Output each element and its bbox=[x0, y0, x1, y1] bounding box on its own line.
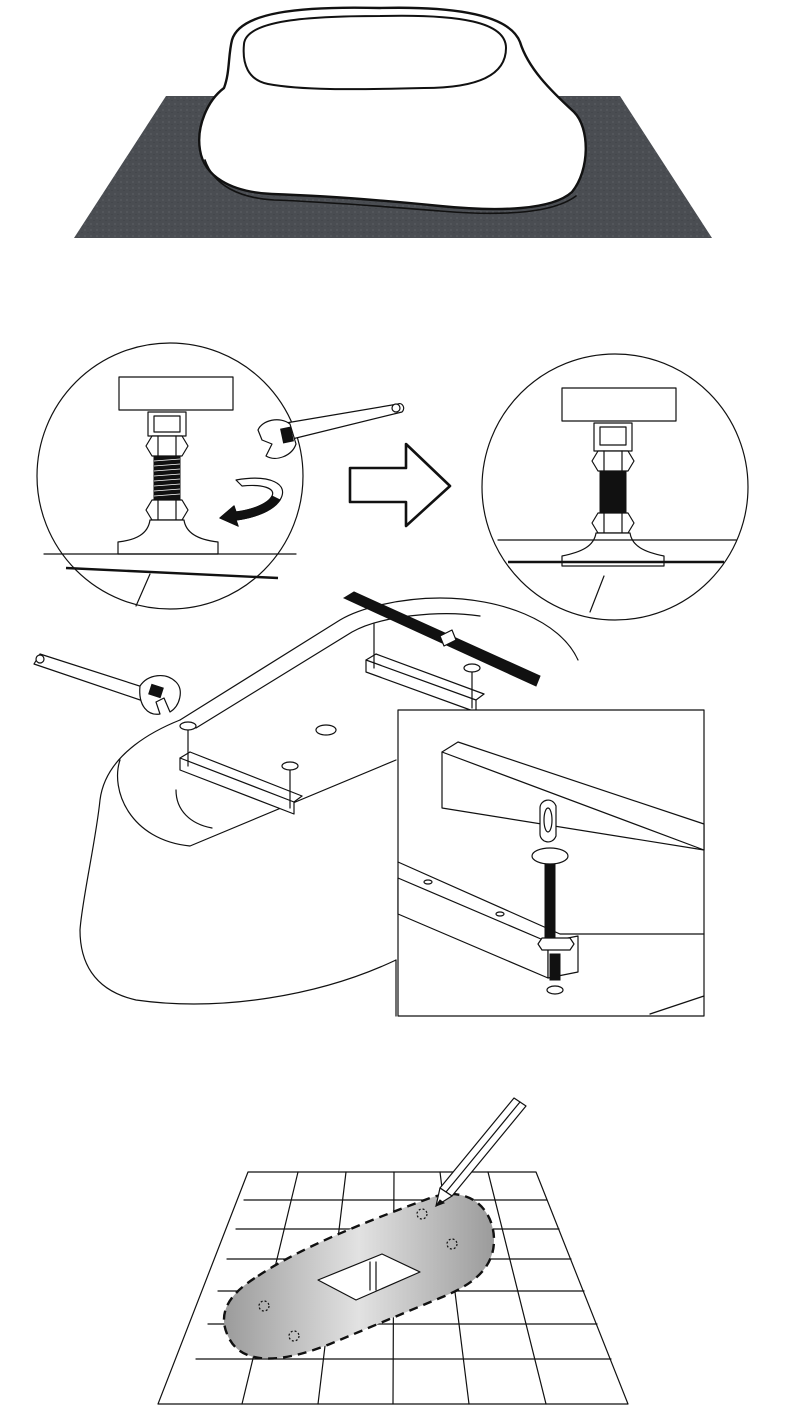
wrench-icon bbox=[34, 654, 180, 714]
step1-illustration bbox=[0, 0, 785, 250]
bathtub bbox=[199, 8, 586, 214]
step2-illustration bbox=[0, 340, 785, 1030]
step3-illustration bbox=[0, 1090, 785, 1408]
right-arrow-icon bbox=[350, 444, 450, 526]
detail-after-adjustment bbox=[482, 354, 748, 620]
inset-leveling-detail bbox=[398, 710, 704, 1016]
detail-before-adjustment bbox=[37, 343, 303, 609]
